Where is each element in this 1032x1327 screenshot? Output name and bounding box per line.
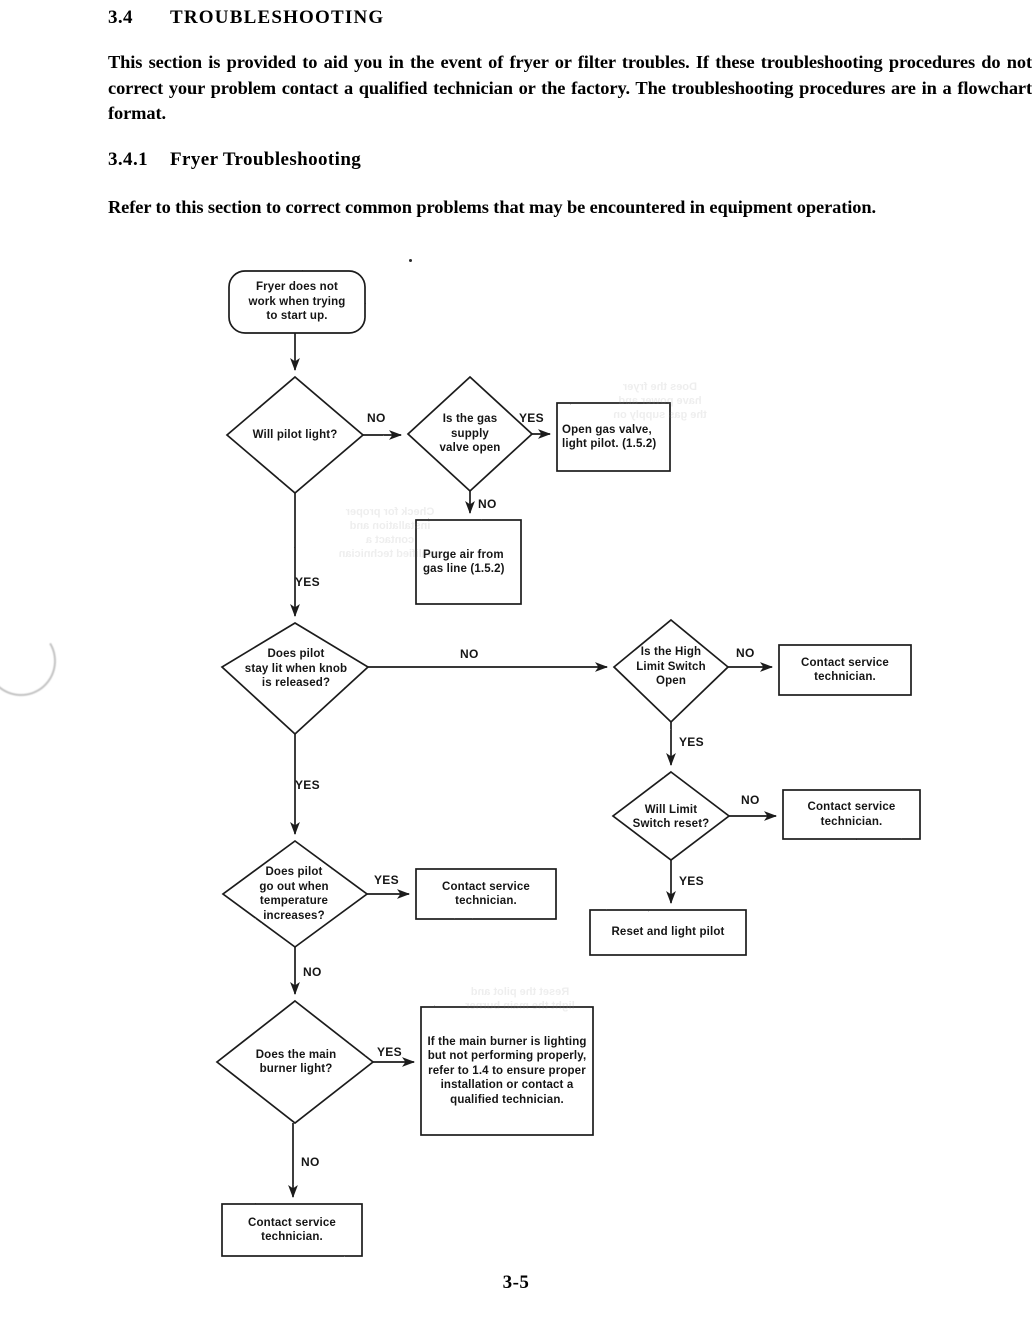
node-start-label: Fryer does not work when trying to start… [248, 281, 346, 323]
section-heading: 3.4 TROUBLESHOOTING [108, 7, 1032, 29]
node-burner-note-shape [420, 1006, 594, 1136]
node-gas-valve-label: Is the gas supply valve open [439, 413, 501, 455]
node-contact4-label: Contact service technician. [248, 1216, 336, 1244]
subsection-paragraph: Refer to this section to correct common … [108, 196, 876, 217]
page-number: 3-5 [502, 1272, 530, 1293]
edge-label-pilot-light-yes: YES [295, 575, 320, 589]
edge-label-pilot-stay-yes: YES [295, 778, 320, 792]
node-gas-valve-shape [406, 375, 534, 493]
node-pilot-out-label: Does pilot go out when temperature incre… [259, 866, 329, 922]
node-pilot-stay-label: Does pilot stay lit when knob is release… [244, 648, 348, 690]
edge-label-gas-valve-no: NO [478, 497, 497, 511]
node-start-shape [228, 270, 366, 334]
edge-label-burner-light-no: NO [301, 1155, 320, 1169]
node-contact3-label: Contact service technician. [442, 880, 530, 908]
node-contact4-shape [221, 1203, 363, 1257]
node-reset-light-shape [589, 909, 747, 956]
node-high-limit-label: Is the High Limit Switch Open [636, 646, 706, 688]
section-number: 3.4 [108, 7, 133, 28]
node-pilot-stay-shape [220, 622, 370, 736]
edge-label-pilot-out-no: NO [303, 965, 322, 979]
subsection-heading: 3.4.1 Fryer Troubleshooting [108, 149, 1032, 171]
edge-label-high-limit-yes: YES [679, 735, 704, 749]
node-contact1-shape [778, 644, 912, 696]
subsection-number: 3.4.1 [108, 148, 148, 170]
node-contact1-label: Contact service technician. [801, 656, 889, 684]
node-contact3-shape [415, 868, 557, 920]
scan-bleed-through-artifact-2: Does the fryer have power and the gas su… [613, 381, 707, 421]
scan-speck [409, 259, 412, 262]
node-pilot-light-label: Will pilot light? [252, 428, 338, 441]
edge-label-high-limit-no: NO [736, 646, 755, 660]
intro-paragraph: This section is provided to aid you in t… [108, 52, 1032, 123]
document-body: 3.4 TROUBLESHOOTING This section is prov… [108, 0, 1032, 220]
node-pilot-light-shape [225, 375, 365, 495]
node-contact2-label: Contact service technician. [807, 801, 896, 828]
node-burner-light-label: Does the main burner light? [255, 1048, 337, 1076]
node-reset-light-label: Reset and light pilot [611, 926, 725, 939]
edge-label-pilot-stay-no: NO [460, 647, 479, 661]
node-limit-reset-shape [611, 770, 731, 862]
node-limit-reset-label: Will Limit Switch reset? [632, 803, 710, 831]
edge-label-gas-valve-yes: YES [519, 411, 544, 425]
node-contact2-shape [782, 789, 921, 840]
scan-bleed-through-artifact-3: Reset the pilot and light the main burne… [465, 986, 575, 1012]
edge-label-limit-reset-yes: YES [679, 874, 704, 888]
edge-label-limit-reset-no: NO [741, 793, 760, 807]
node-pilot-out-shape [221, 839, 369, 949]
node-high-limit-shape [612, 618, 730, 724]
node-burner-note-label: If the main burner is lighting but not p… [427, 1035, 587, 1106]
edge-label-burner-light-yes: YES [377, 1045, 402, 1059]
subsection-title: Fryer Troubleshooting [170, 148, 362, 170]
scan-page-curl-artifact [0, 618, 64, 704]
edge-label-pilot-out-yes: YES [374, 873, 399, 887]
node-burner-light-shape [215, 999, 375, 1125]
edge-label-pilot-light-no: NO [367, 411, 386, 425]
scan-bleed-through-artifact: Check for proper installation and contac… [338, 506, 442, 560]
section-title: TROUBLESHOOTING [170, 7, 385, 28]
